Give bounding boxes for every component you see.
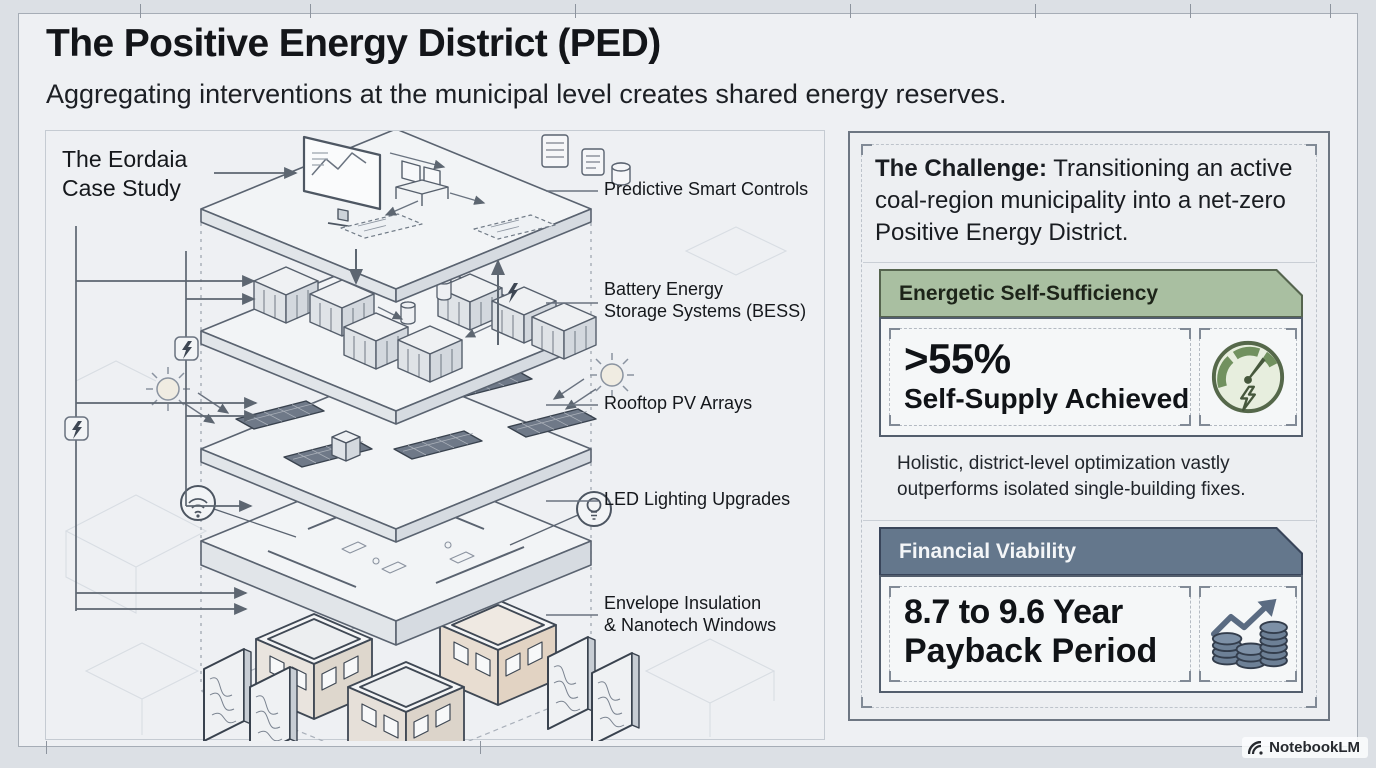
lightning-bolt-icon bbox=[508, 283, 518, 303]
notebooklm-watermark: NotebookLM bbox=[1242, 737, 1368, 758]
finance-stat-value: 8.7 to 9.6 Year bbox=[904, 593, 1123, 631]
challenge-prefix: The Challenge: bbox=[875, 155, 1048, 182]
energy-stat-value: >55% bbox=[904, 335, 1011, 382]
control-desk-icon bbox=[395, 160, 449, 206]
separator-line bbox=[863, 520, 1315, 521]
finance-icon-zone bbox=[1199, 586, 1297, 682]
ruler-tick bbox=[310, 4, 311, 18]
ruler-tick bbox=[1330, 4, 1331, 18]
ruler-tick bbox=[1035, 4, 1036, 18]
energy-stat-label: Self-Supply Achieved bbox=[904, 383, 1190, 415]
sun-icon bbox=[146, 353, 634, 411]
ruler-tick bbox=[575, 4, 576, 18]
finance-stat-text-zone: 8.7 to 9.6 Year Payback Period bbox=[889, 586, 1191, 682]
ruler-tick bbox=[480, 741, 481, 754]
dashboard-monitor-icon bbox=[302, 135, 382, 229]
diagram-label-led: LED Lighting Upgrades bbox=[604, 489, 791, 509]
gauge-lightning-icon bbox=[1211, 340, 1285, 414]
page-subtitle: Aggregating interventions at the municip… bbox=[46, 79, 1007, 109]
energy-icon-zone bbox=[1199, 328, 1297, 426]
label-leaders bbox=[546, 190, 598, 616]
background-city-lines bbox=[64, 226, 788, 737]
energy-stat-box: >55% Self-Supply Achieved bbox=[879, 317, 1303, 437]
insulation-panel bbox=[203, 636, 640, 741]
coins-growth-icon bbox=[1210, 598, 1288, 670]
energy-header-label: Energetic Self-Sufficiency bbox=[899, 281, 1159, 305]
separator-line bbox=[863, 262, 1315, 263]
smart-controls-layer bbox=[200, 131, 631, 303]
battery-container bbox=[253, 266, 597, 383]
lightning-badge bbox=[64, 336, 199, 441]
bess-layer bbox=[200, 250, 597, 425]
diagram-label-bess: Battery Energy Storage Systems (BESS) bbox=[604, 279, 807, 321]
diagram-label-pv: Rooftop PV Arrays bbox=[604, 393, 753, 413]
case-study-panel: The Eordaia Case Study Predictive Smart … bbox=[45, 130, 825, 741]
ruler-tick bbox=[1190, 4, 1191, 18]
ruler-tick bbox=[140, 4, 141, 18]
finance-stat-label: Payback Period bbox=[904, 632, 1158, 671]
interlayer-flows bbox=[349, 249, 518, 345]
finance-card-header: Financial Viability bbox=[879, 527, 1303, 576]
diagram-label-envelope: Envelope Insulation & Nanotech Windows bbox=[604, 593, 777, 635]
ruler-tick bbox=[46, 741, 47, 754]
finance-header-label: Financial Viability bbox=[899, 539, 1077, 563]
challenge-panel: The Challenge: Transitioning an active c… bbox=[848, 131, 1330, 721]
ruler-tick bbox=[850, 4, 851, 18]
energy-card-header: Energetic Self-Sufficiency bbox=[879, 269, 1303, 318]
exploded-layers-diagram bbox=[64, 131, 788, 741]
server-icons bbox=[541, 134, 631, 186]
challenge-text: Transitioning an active coal-region muni… bbox=[875, 155, 1293, 246]
challenge-statement: The Challenge: Transitioning an active c… bbox=[875, 153, 1321, 249]
case-study-label: The Eordaia Case Study bbox=[62, 146, 188, 202]
wifi-icon bbox=[180, 485, 297, 538]
insight-text: Holistic, district-level optimization va… bbox=[897, 453, 1246, 500]
page-title: The Positive Energy District (PED) bbox=[46, 22, 661, 65]
diagram-label-smart-controls: Predictive Smart Controls bbox=[604, 179, 809, 199]
notebooklm-logo-icon bbox=[1248, 740, 1263, 755]
energy-stat-text-zone: >55% Self-Supply Achieved bbox=[889, 328, 1191, 426]
finance-stat-box: 8.7 to 9.6 Year Payback Period bbox=[879, 575, 1303, 693]
watermark-label: NotebookLM bbox=[1269, 739, 1360, 756]
